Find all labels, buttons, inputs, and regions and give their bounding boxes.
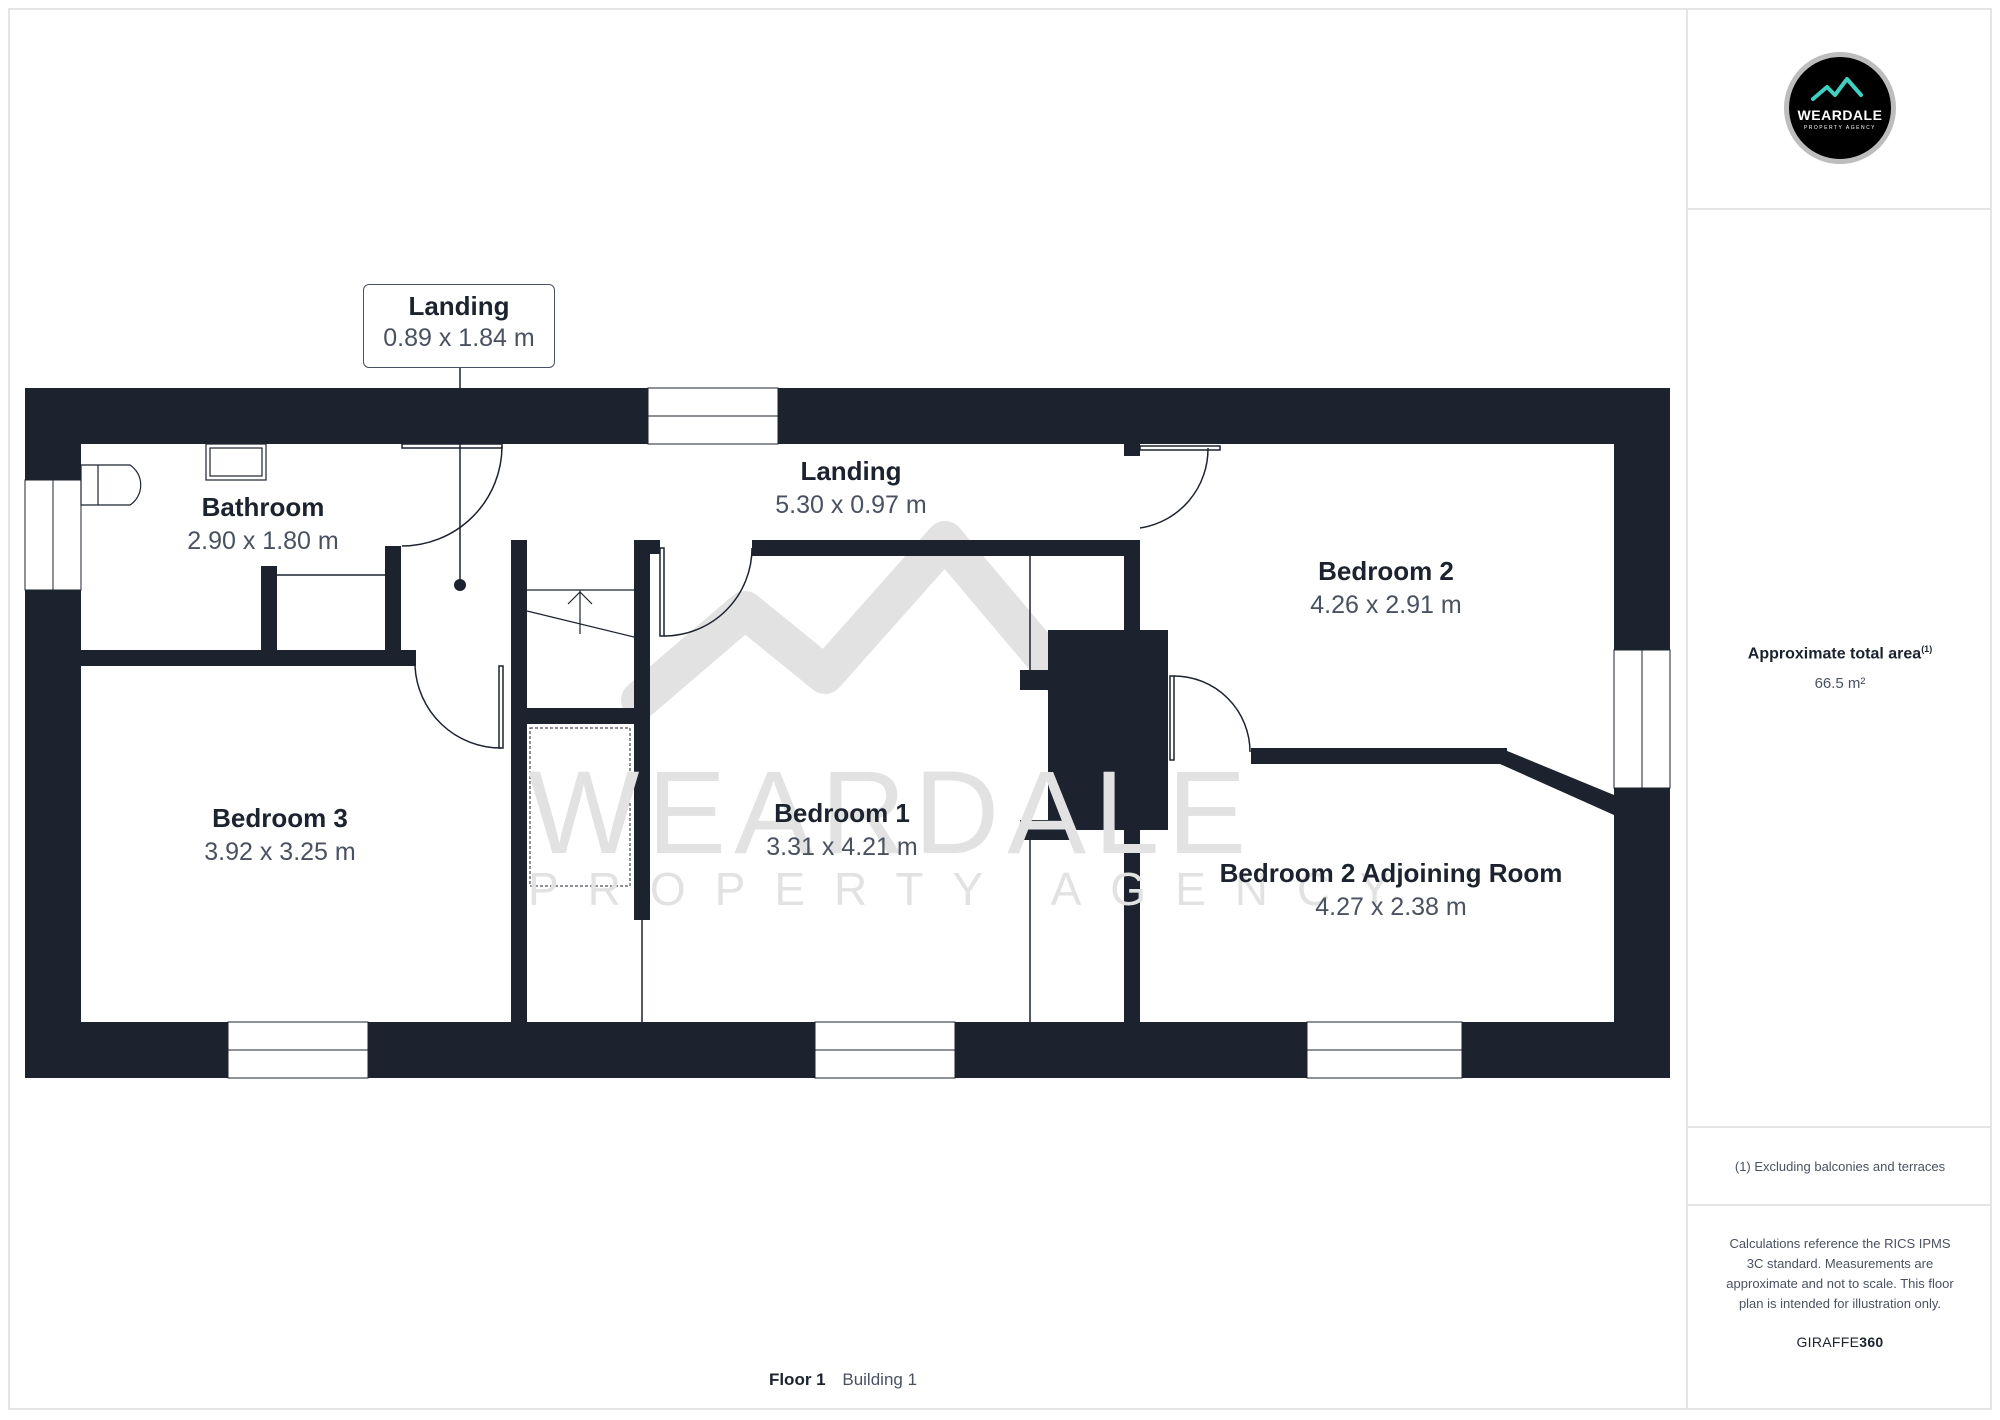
loft-hatch (529, 727, 631, 887)
floor-caption: Floor 1 Building 1 (0, 1370, 1686, 1390)
disclaimer-text: Calculations reference the RICS IPMS 3C … (1726, 1236, 1954, 1311)
room-label-landing: Landing 5.30 x 0.97 m (775, 456, 926, 520)
callout-dot-icon (454, 579, 466, 591)
stairs (526, 589, 635, 638)
footnote-section: (1) Excluding balconies and terraces (1688, 1128, 1992, 1206)
room-name: Bedroom 1 (774, 798, 910, 828)
room-dimensions: 2.90 x 1.80 m (187, 527, 339, 555)
room-name: Bedroom 2 (1318, 556, 1454, 586)
provider-suffix: 360 (1859, 1334, 1884, 1350)
area-title: Approximate total area(1) (1748, 644, 1932, 663)
room-dimensions: 3.92 x 3.25 m (204, 838, 356, 866)
footnote-mark: (1) (1921, 643, 1933, 654)
floor-plan: WEARDALE PROPERTY AGENCY Landing 0.89 x … (0, 284, 1686, 1390)
room-name: Bedroom 3 (212, 803, 348, 833)
footnote-text: (1) Excluding balconies and terraces (1734, 1158, 1946, 1174)
mountain-logo-icon (1811, 77, 1863, 101)
room-dimensions: 4.27 x 2.38 m (1315, 893, 1467, 921)
room-label-bedroom-1: Bedroom 1 3.31 x 4.21 m (766, 798, 917, 862)
room-label-bathroom: Bathroom 2.90 x 1.80 m (187, 492, 338, 556)
room-name: Bathroom (201, 492, 325, 522)
provider-prefix: GIRAFFE (1796, 1334, 1860, 1350)
logo-name: WEARDALE (1797, 107, 1883, 123)
room-label-bedroom-2-adjoining: Bedroom 2 Adjoining Room 4.27 x 2.38 m (1220, 858, 1563, 922)
room-dimensions: 3.31 x 4.21 m (766, 833, 918, 861)
room-name: Landing (800, 456, 902, 486)
doors (277, 443, 1251, 1022)
disclaimer-section: Calculations reference the RICS IPMS 3C … (1688, 1206, 1992, 1410)
windows (24, 387, 1671, 1079)
page-frame (8, 8, 1992, 1410)
watermark-mountain-icon (621, 521, 1099, 719)
room-label-bedroom-2: Bedroom 2 4.26 x 2.91 m (1310, 556, 1461, 620)
room-dimensions: 5.30 x 0.97 m (775, 491, 927, 519)
logo-section: WEARDALE PROPERTY AGENCY (1688, 8, 1992, 210)
area-title-text: Approximate total area (1747, 645, 1922, 663)
watermark-tagline: PROPERTY AGENCY (528, 863, 1419, 915)
logo-tagline: PROPERTY AGENCY (1803, 125, 1877, 131)
room-name: Landing (408, 291, 510, 321)
room-dimensions: 4.26 x 2.91 m (1310, 591, 1462, 619)
building-label: Building 1 (842, 1370, 918, 1389)
info-panel: WEARDALE PROPERTY AGENCY Approximate tot… (1686, 8, 1992, 1410)
room-dimensions: 0.89 x 1.84 m (383, 324, 535, 352)
toilet-icon (80, 464, 142, 506)
agency-logo: WEARDALE PROPERTY AGENCY (1784, 52, 1896, 164)
floor-label: Floor 1 (768, 1370, 826, 1389)
area-value: 66.5 m² (1814, 675, 1866, 693)
room-callout-landing-small: Landing 0.89 x 1.84 m (363, 284, 555, 368)
provider-brand: GIRAFFE360 (1796, 1334, 1883, 1350)
room-label-bedroom-3: Bedroom 3 3.92 x 3.25 m (204, 803, 355, 867)
room-name: Bedroom 2 Adjoining Room (1219, 858, 1563, 888)
watermark-name: WEARDALE (528, 747, 1255, 879)
bathroom-fixtures (80, 443, 267, 506)
area-section: Approximate total area(1) 66.5 m² (1688, 210, 1992, 1128)
floor-plan-drawing (24, 368, 1671, 1079)
